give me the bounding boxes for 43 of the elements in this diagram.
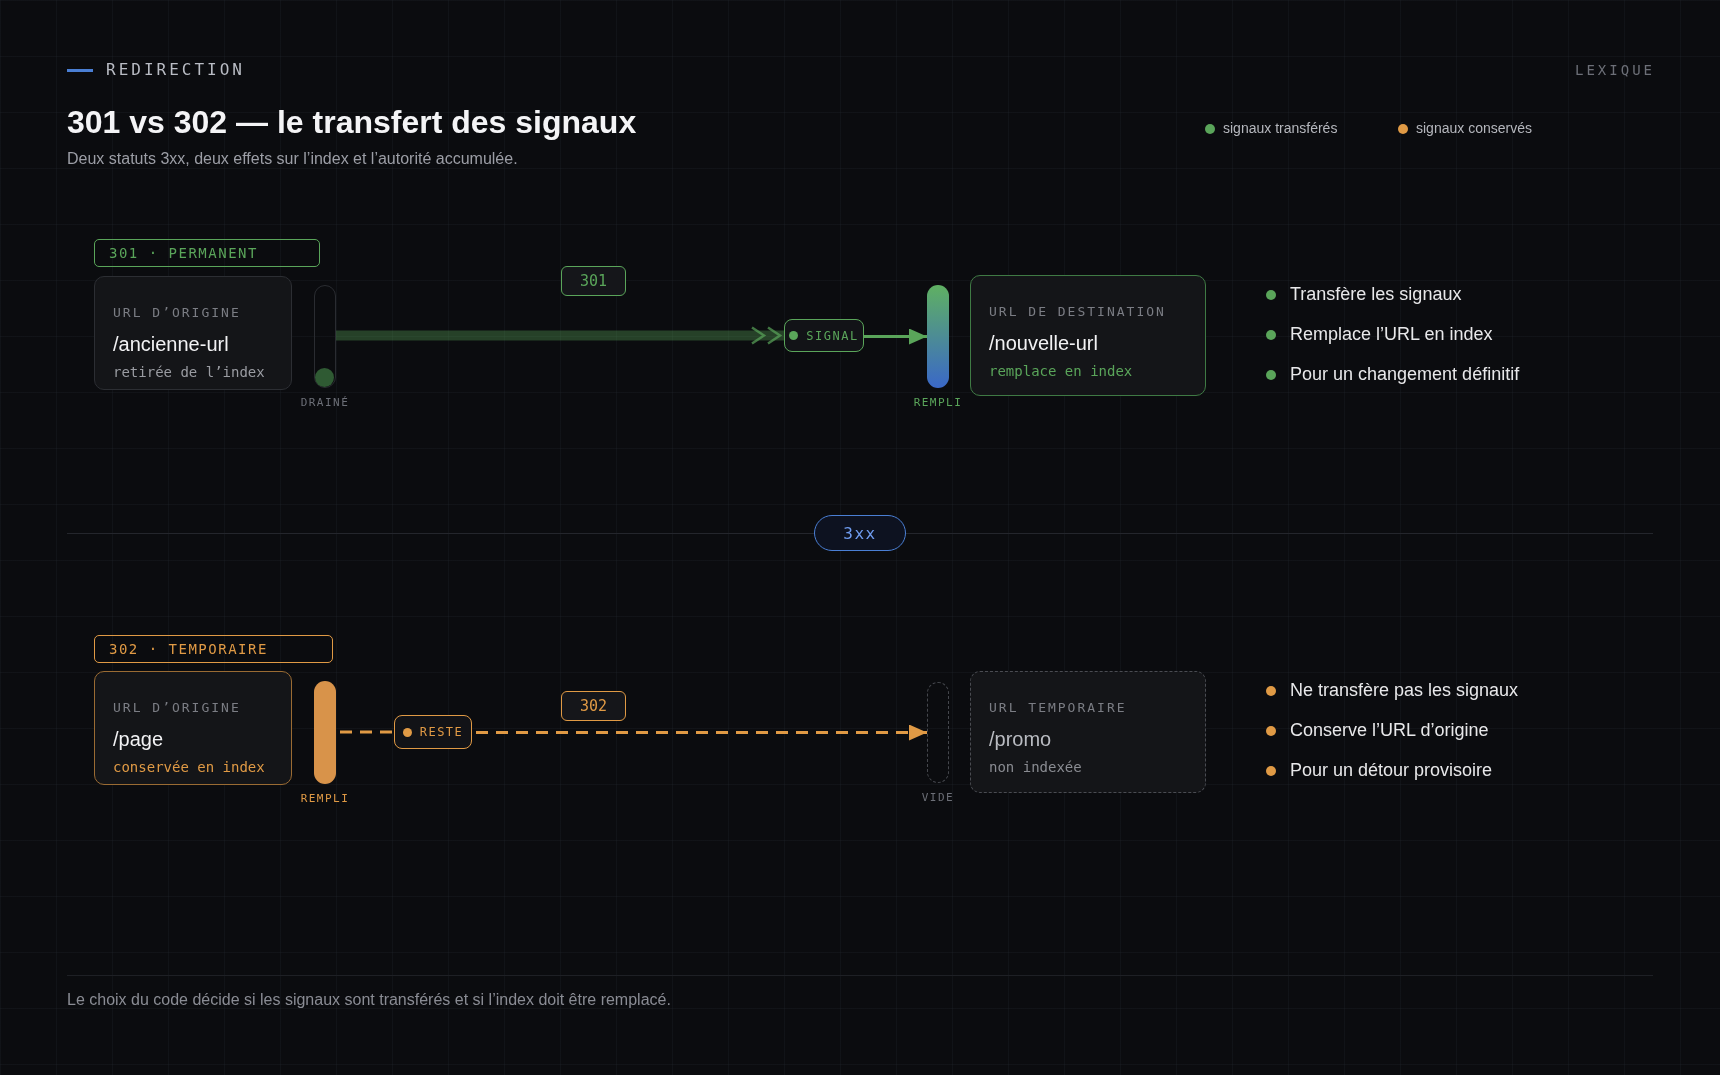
url-path: /nouvelle-url: [989, 332, 1098, 355]
footer-note: Le choix du code décide si les signaux sont transférés et si l’index doit être remplacé.: [67, 991, 671, 1009]
url-card: [94, 276, 292, 390]
url-card: [970, 671, 1206, 793]
index-status: conservée en index: [113, 759, 265, 775]
section-label: REDIRECTION: [106, 60, 245, 79]
arrow: [864, 328, 927, 345]
url-path: /page: [113, 728, 164, 751]
url-path: /promo: [989, 728, 1052, 751]
bullet-text: Pour un changement définitif: [1266, 364, 1520, 385]
bullet-text: Ne transfère pas les signaux: [1266, 680, 1519, 701]
gauge-caption: DRAINÉ: [300, 396, 350, 409]
bullet-text: Transfère les signaux: [1266, 284, 1462, 305]
filled-gauge: [314, 681, 336, 784]
status-pill: 3xx: [814, 515, 906, 551]
edge-label: 301: [561, 266, 626, 296]
gauge-caption: VIDE: [921, 791, 955, 804]
field-label: URL TEMPORAIRE: [989, 700, 1127, 715]
section-label: LEXIQUE: [1575, 62, 1655, 78]
index-status: retirée de l’index: [113, 364, 265, 380]
legend-text: signaux transférés: [1223, 120, 1338, 136]
category-tag: 302 · TEMPORAIRE: [94, 635, 333, 663]
url-card: [970, 275, 1206, 396]
signal-pill: RESTE: [394, 715, 472, 749]
bullet-text: Conserve l’URL d’origine: [1266, 720, 1489, 741]
subtitle: Deux statuts 3xx, deux effets sur l’index et l’autorité accumulée.: [67, 150, 518, 168]
field-label: URL D’ORIGINE: [113, 305, 241, 320]
index-status: non indexée: [989, 759, 1082, 775]
url-card: [94, 671, 292, 785]
edge-label: 302: [561, 691, 626, 721]
legend-text: signaux conservés: [1416, 120, 1532, 136]
field-label: URL D’ORIGINE: [113, 700, 241, 715]
field-label: URL DE DESTINATION: [989, 304, 1166, 319]
bullet-text: Remplace l’URL en index: [1266, 324, 1493, 345]
title: 301 vs 302 — le transfert des signaux: [67, 104, 637, 141]
url-path: /ancienne-url: [113, 333, 229, 356]
category-tag: 301 · PERMANENT: [94, 239, 320, 267]
bullet-text: Pour un détour provisoire: [1266, 760, 1493, 781]
gauge-caption: REMPLI: [913, 396, 963, 409]
index-status: remplace en index: [989, 363, 1133, 379]
gauge-caption: REMPLI: [300, 792, 350, 805]
signal-pill: SIGNAL: [784, 319, 864, 352]
filled-gauge: [927, 285, 949, 388]
